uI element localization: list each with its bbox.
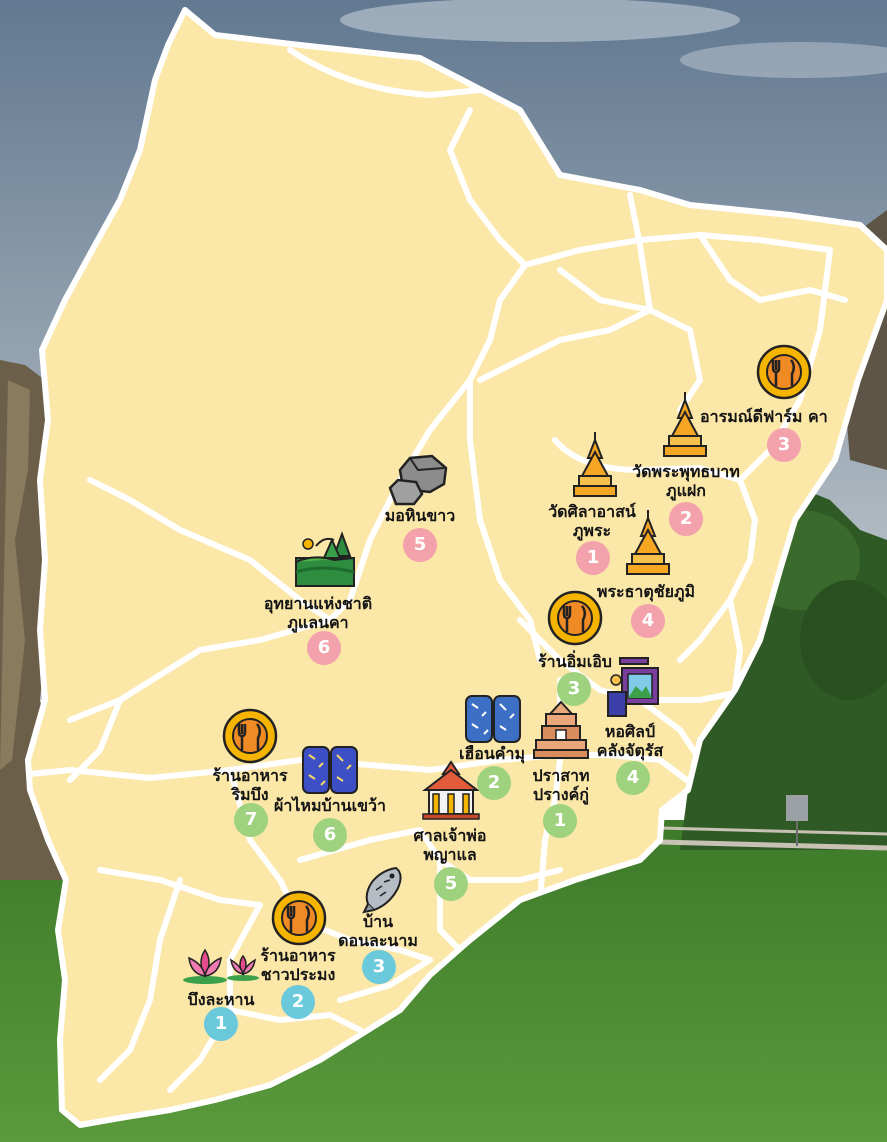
food-icon (222, 708, 278, 764)
place-label-hor-silp: หอศิลป์ คลังจัตุรัส (596, 722, 664, 760)
place-label-wat-sila-art: วัดศิลาอาสน์ ภูพระ (548, 502, 636, 540)
pagoda-icon (626, 510, 670, 575)
place-label-ran-aharn-rim-bueng: ร้านอาหาร ริมบึง (212, 766, 288, 804)
culture-badge: 5 (434, 867, 468, 901)
place-label-ran-im-oep: ร้านอิ่มเอิบ (538, 652, 612, 671)
culture-badge: 1 (543, 804, 577, 838)
food-icon (547, 590, 603, 646)
attraction-badge: 5 (403, 528, 437, 562)
attraction-badge: 1 (576, 541, 610, 575)
place-label-phu-laen-kha: อุทยานแห่งชาติ ภูแลนคา (263, 594, 373, 632)
attraction-badge: 2 (669, 502, 703, 536)
shrine-icon (422, 760, 480, 820)
place-label-ban-don-la-nam: บ้าน ดอนละนาม (338, 912, 418, 950)
art-gallery-icon (607, 657, 659, 717)
silk-fabric-icon (465, 695, 521, 743)
culture-badge: 3 (557, 672, 591, 706)
place-label-pha-mai-ban-khwao: ผ้าไหมบ้านเขว้า (274, 796, 386, 815)
place-label-prasat-prang-ku: ปราสาท ปรางค์กู่ (532, 766, 590, 804)
nature-badge: 1 (204, 1007, 238, 1041)
pagoda-icon (663, 392, 707, 457)
fish-icon (362, 866, 402, 914)
nature-badge: 3 (362, 950, 396, 984)
pagoda-icon (573, 432, 617, 497)
place-label-ran-aharn-chao-pramong: ร้านอาหาร ชาวประมง (260, 946, 336, 984)
temple-ruin-icon (533, 700, 589, 759)
place-label-arom-dee-farm: อารมณ์ดีฟาร์ม คา (700, 407, 828, 426)
place-label-huean-kham-mu: เฮือนคำมุ (458, 744, 526, 763)
nature-badge: 2 (281, 985, 315, 1019)
place-label-bueng-la-han: บึงละหาน (187, 990, 255, 1009)
culture-badge: 6 (313, 818, 347, 852)
place-label-phra-that-chaiyaphum: พระธาตุชัยภูมิ (596, 582, 696, 601)
culture-badge: 2 (477, 766, 511, 800)
place-label-mo-hin-khao: มอหินขาว (384, 506, 456, 525)
attraction-badge: 6 (307, 631, 341, 665)
place-label-san-chao-pho: ศาลเจ้าพ่อ พญาแล (413, 826, 487, 864)
silk-fabric-icon (302, 746, 358, 794)
rock-icon (388, 454, 448, 506)
food-icon (271, 890, 327, 946)
place-label-wat-phra-phutthabat: วัดพระพุทธบาท ภูแฝก (632, 462, 740, 500)
culture-badge: 4 (616, 761, 650, 795)
food-icon (756, 344, 812, 400)
attraction-badge: 4 (631, 604, 665, 638)
lotus-icon (183, 948, 259, 984)
province-map (25, 7, 887, 1128)
culture-badge: 7 (234, 803, 268, 837)
park-icon (295, 531, 355, 587)
attraction-badge: 3 (767, 428, 801, 462)
